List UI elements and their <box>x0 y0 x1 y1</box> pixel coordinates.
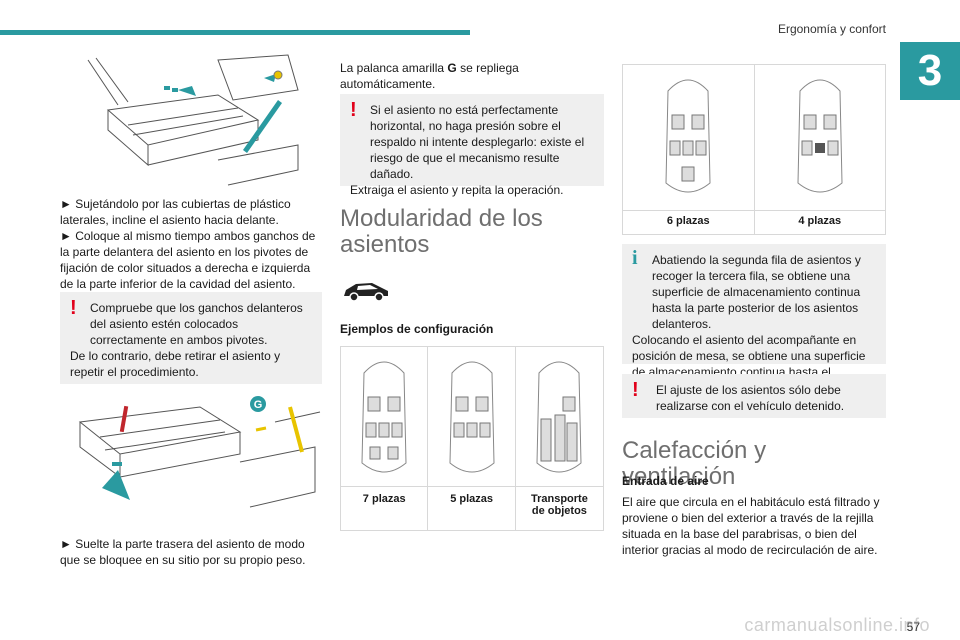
header-accent-bar <box>0 30 470 35</box>
warning-box-hooks: ! Compruebe que los ganchos delanteros d… <box>60 292 322 384</box>
warning-text-line1: Si el asiento no está perfectamente <box>370 103 559 117</box>
seat-tilt-illustration <box>68 50 318 190</box>
paragraph-hooks: ► Coloque al mismo tiempo ambos ganchos … <box>60 229 316 291</box>
config-7-seats-diagram <box>339 346 429 487</box>
paragraph-air-intake: El aire que circula en el habitáculo est… <box>622 495 880 557</box>
warning-text-rest2: De lo contrario, debe retirar el asiento… <box>70 349 281 379</box>
config-label-6: 6 plazas <box>622 210 755 235</box>
warning-text-rest: del asiento estén colocados correctament… <box>90 317 268 347</box>
info-text-line1: Abatiendo la segunda fila de asientos y <box>652 253 861 267</box>
config-cargo-diagram <box>514 346 605 487</box>
warning-text-line1: Compruebe que los ganchos delanteros <box>90 301 303 315</box>
seat-rear-release-illustration: G <box>60 392 322 520</box>
config-label-4: 4 plazas <box>753 210 886 235</box>
config-label-7: 7 plazas <box>339 486 429 531</box>
figure-label-g: G <box>254 399 263 411</box>
watermark: carmanualsonline.info <box>744 615 930 635</box>
warning-box-adjust: ! El ajuste de los asientos sólo debe re… <box>622 374 886 418</box>
warning-text-rest: realizarse con el vehículo detenido. <box>656 399 845 413</box>
chapter-tab: 3 <box>900 42 960 100</box>
paragraph-release-rear: ► Suelte la parte trasera del asiento de… <box>60 537 306 567</box>
warning-text-rest2: Extraiga el asiento y repita la operació… <box>350 183 564 197</box>
config-label-cargo: Transporte de objetos <box>514 486 605 531</box>
warning-icon: ! <box>70 297 77 319</box>
config-table-1: 7 plazas 5 plazas Transporte de objetos <box>339 346 605 531</box>
info-text-rest: recoger la tercera fila, se obtiene una … <box>652 269 861 331</box>
subheading-config-examples: Ejemplos de configuración <box>340 322 494 336</box>
info-icon: i <box>632 247 638 269</box>
warning-box-horizontal: ! Si el asiento no está perfectamente ho… <box>340 94 604 197</box>
config-4-seats-diagram <box>753 64 886 211</box>
paragraph-tilt-seat: ► Sujetándolo por las cubiertas de plást… <box>60 197 291 227</box>
warning-text-rest: horizontal, no haga presión sobre el res… <box>370 119 585 181</box>
config-6-seats-diagram <box>622 64 755 211</box>
config-table-2: 6 plazas 4 plazas <box>622 64 886 235</box>
config-5-seats-diagram <box>427 346 516 487</box>
warning-icon: ! <box>350 99 357 121</box>
heading-heating-ventilation: Calefacción y ventilación <box>622 437 767 490</box>
page-number: 57 <box>906 620 920 634</box>
car-silhouette-icon <box>342 278 392 304</box>
subheading-air-intake: Entrada de aire <box>622 474 709 488</box>
warning-icon: ! <box>632 379 639 401</box>
config-label-5: 5 plazas <box>427 486 516 531</box>
heading-seat-modularity: Modularidad de los asientos <box>340 205 543 258</box>
warning-text-line1: El ajuste de los asientos sólo debe <box>656 383 841 397</box>
paragraph-lever: La palanca amarilla G se repliega automá… <box>340 61 519 91</box>
section-title: Ergonomía y confort <box>777 22 886 36</box>
info-box-storage: i Abatiendo la segunda fila de asientos … <box>622 244 886 395</box>
